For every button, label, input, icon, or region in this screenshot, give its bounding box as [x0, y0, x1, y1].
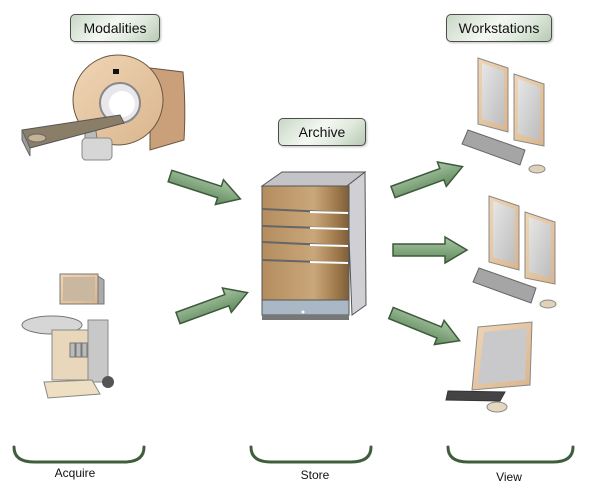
bracket-view	[446, 445, 575, 464]
stage-label-view: View	[496, 470, 522, 484]
arrow-ct-to-archive	[165, 162, 246, 212]
arrow-archive-to-workstation-2	[392, 236, 468, 264]
modalities-label: Modalities	[70, 14, 160, 42]
workstation-single-monitor-icon	[445, 321, 533, 413]
arrow-archive-to-workstation-1	[387, 153, 468, 205]
archive-label: Archive	[278, 118, 366, 146]
stage-label-store: Store	[300, 468, 330, 482]
bracket-store	[249, 445, 373, 464]
workstation-dual-monitor-icon	[461, 57, 546, 174]
stage-label-acquire: Acquire	[54, 466, 96, 480]
workstations-label: Workstations	[446, 14, 552, 42]
workstation-dual-monitor-icon	[472, 195, 557, 309]
ultrasound-icon	[21, 273, 114, 399]
server-icon	[260, 170, 367, 320]
bracket-acquire	[12, 445, 146, 464]
arrow-archive-to-workstation-3	[385, 300, 466, 354]
arrow-ultrasound-to-archive	[172, 279, 253, 331]
ct-scanner-icon	[21, 54, 186, 161]
